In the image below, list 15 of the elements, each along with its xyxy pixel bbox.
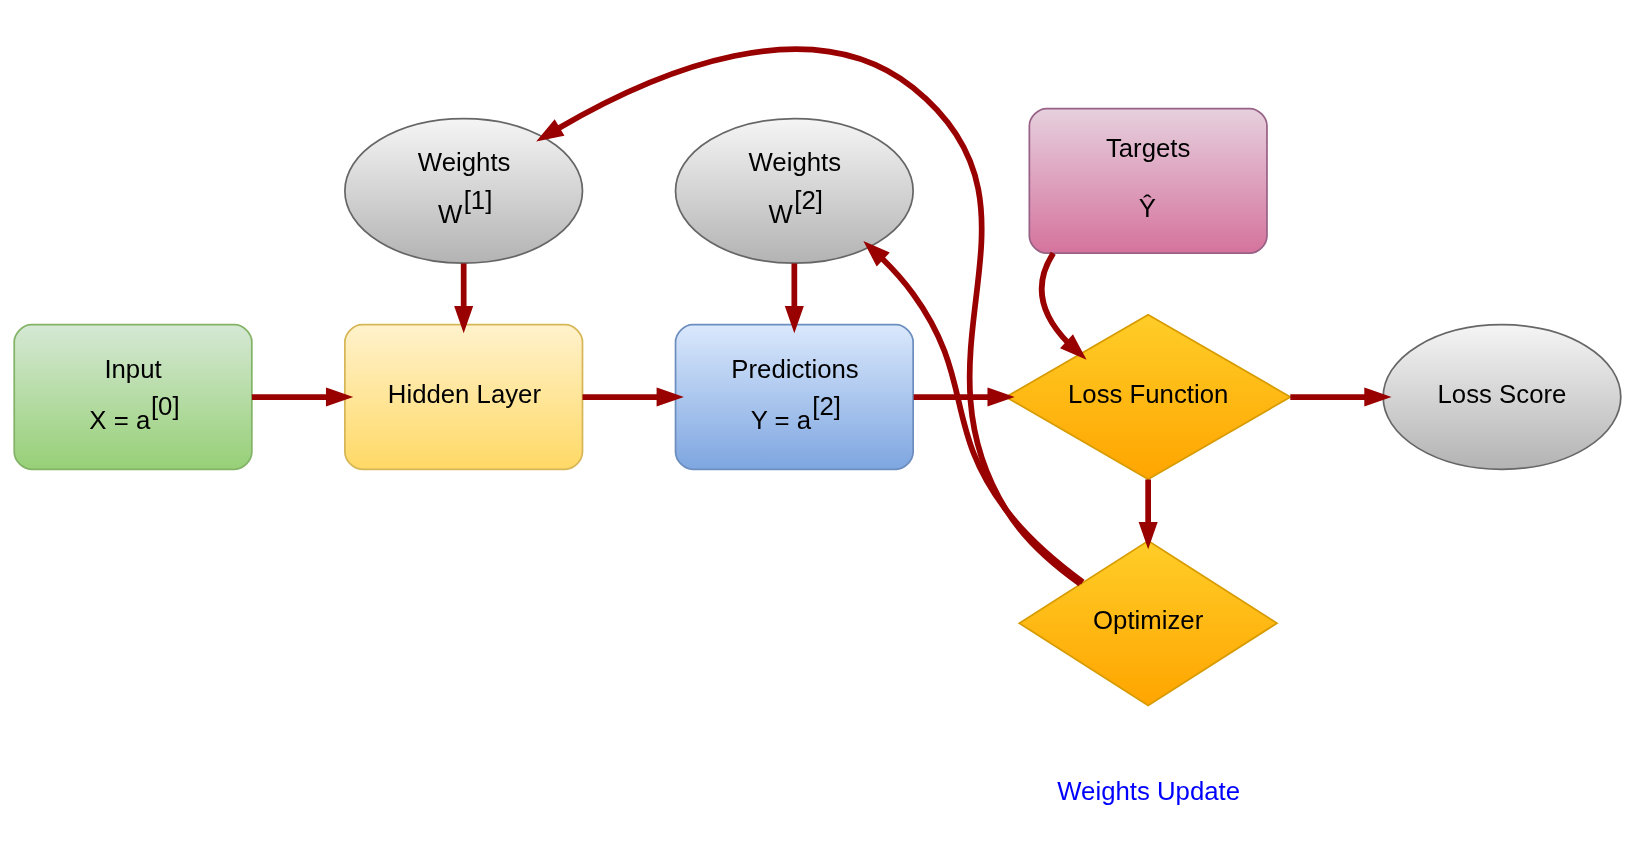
arrow — [251, 387, 354, 407]
arrow — [1290, 387, 1392, 407]
node-diamond: Optimizer — [1017, 539, 1279, 707]
arrow — [536, 46, 1082, 587]
arrow — [1038, 251, 1087, 360]
node-box: Targets Ŷ — [1028, 107, 1268, 254]
label: Weights Update — [1057, 776, 1241, 805]
node-ellipse: Loss Score — [1382, 323, 1622, 471]
arrow — [913, 387, 1015, 407]
arrow — [863, 240, 1085, 585]
arrow — [582, 387, 684, 407]
arrow — [454, 263, 474, 334]
arrow — [1138, 479, 1158, 550]
node-box: Hidden Layer — [344, 323, 584, 471]
arrow — [784, 263, 804, 334]
